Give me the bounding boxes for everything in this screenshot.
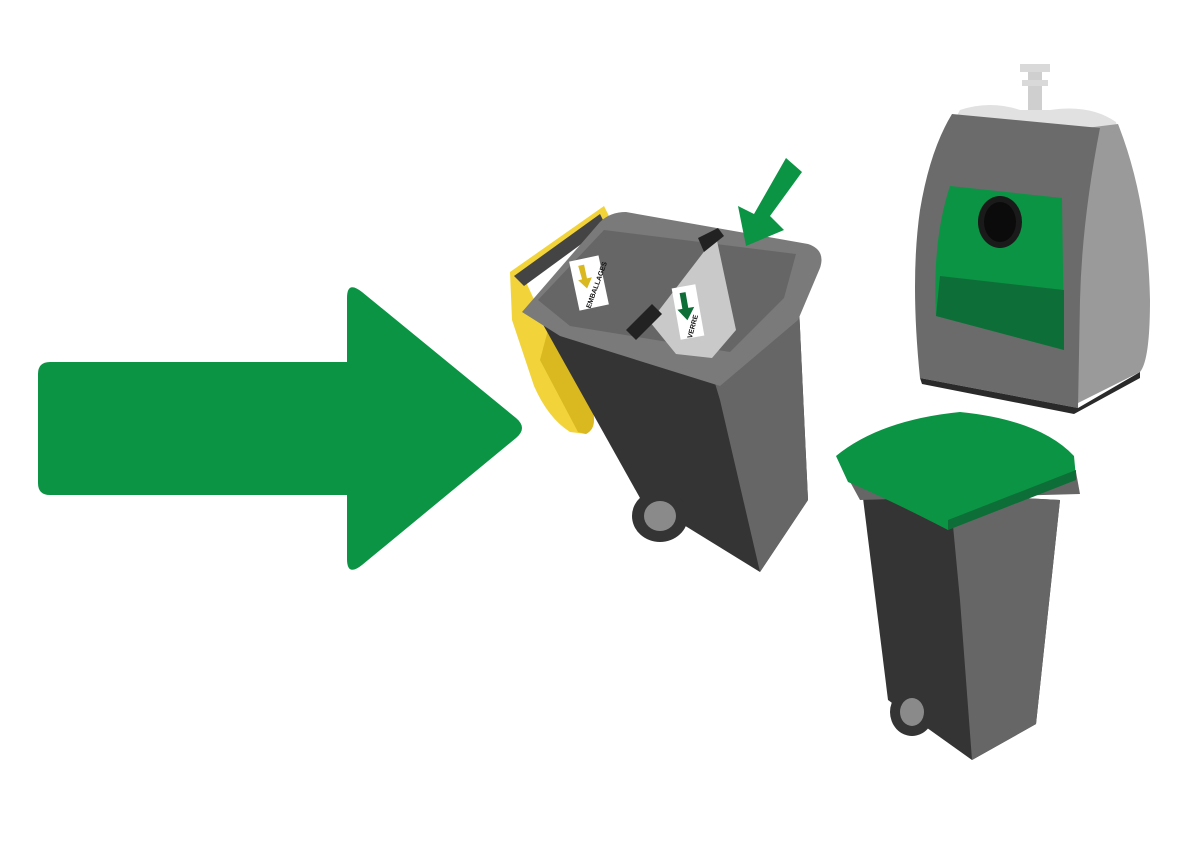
big-right-arrow-icon <box>38 287 522 570</box>
green-lid-bin-icon <box>836 412 1080 760</box>
yellow-lid-bin-icon: EMBALLAGES VERRE <box>510 206 822 572</box>
drop-in-arrow-icon <box>738 158 802 246</box>
glass-bottle-bank-icon <box>915 64 1150 414</box>
